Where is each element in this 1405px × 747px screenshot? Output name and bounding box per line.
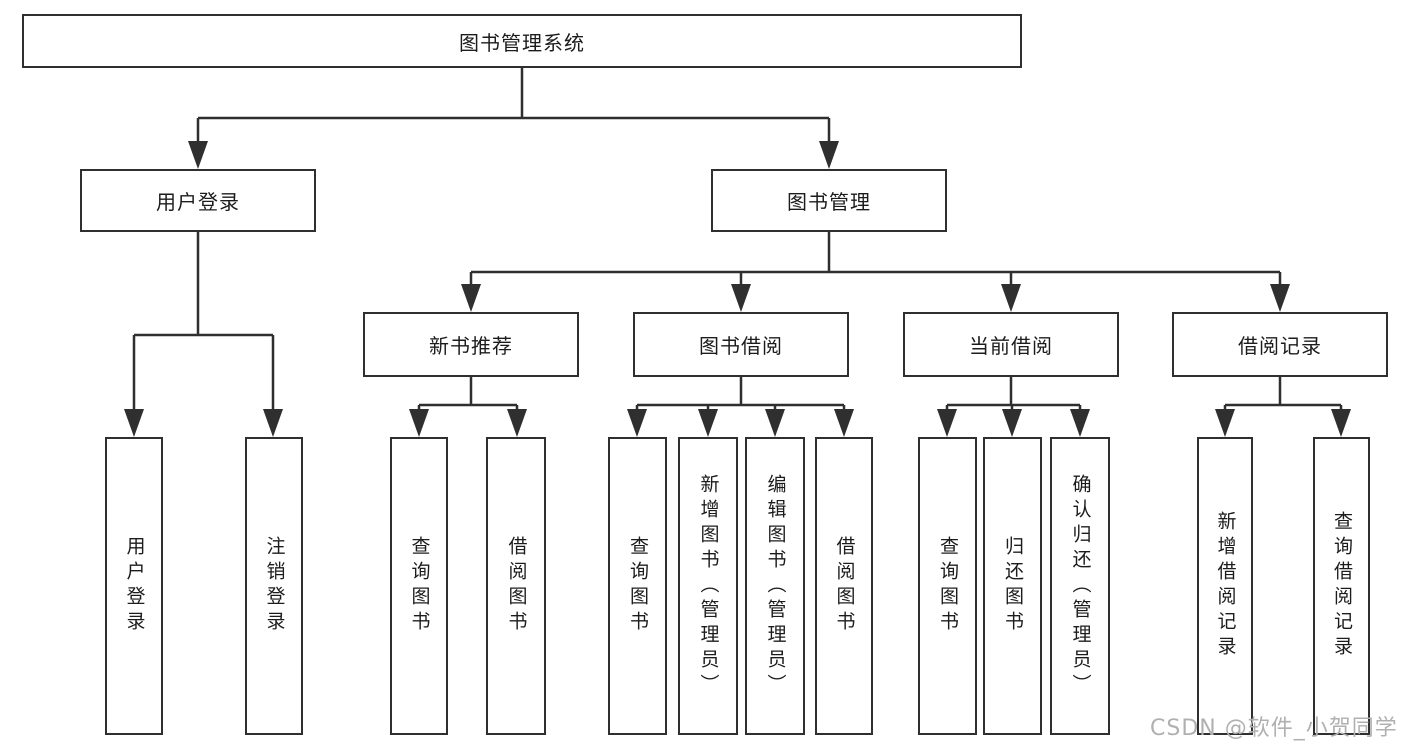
leaf-current-confirm-return-admin: 确认归还（管理员） [1050, 437, 1110, 735]
leaf-newbook-query-books: 查询图书 [390, 437, 448, 735]
leaf-newbook-borrow-books: 借阅图书 [486, 437, 546, 735]
watermark: CSDN @软件_小贺同学 [1150, 716, 1398, 741]
leaf-borrowing-query-books: 查询图书 [608, 437, 667, 735]
leaf-records-add-borrow-record: 新增借阅记录 [1197, 437, 1253, 735]
node-library-management-system: 图书管理系统 [22, 14, 1022, 68]
node-label: 借阅记录 [1238, 334, 1322, 358]
leaf-current-return-books: 归还图书 [983, 437, 1042, 735]
node-borrowing-records: 借阅记录 [1172, 312, 1388, 377]
node-current-borrowing: 当前借阅 [903, 312, 1119, 377]
node-label: 图书管理系统 [459, 30, 585, 55]
node-label: 借阅图书 [505, 536, 528, 636]
node-label: 查询图书 [408, 536, 431, 636]
node-label: 新书推荐 [429, 334, 513, 358]
node-label: 用户登录 [156, 190, 240, 214]
leaf-borrowing-add-books-admin: 新增图书（管理员） [678, 437, 738, 735]
leaf-user-login: 用户登录 [105, 437, 163, 735]
node-label: 注销登录 [263, 536, 286, 636]
leaf-logout: 注销登录 [245, 437, 303, 735]
node-label: 新增借阅记录 [1214, 511, 1237, 661]
arrowheads [124, 141, 1351, 437]
node-new-book-recommendation: 新书推荐 [363, 312, 579, 377]
leaf-current-query-books: 查询图书 [918, 437, 977, 735]
node-label: 图书管理 [787, 190, 871, 214]
node-user-login: 用户登录 [80, 169, 316, 232]
node-book-borrowing: 图书借阅 [633, 312, 849, 377]
node-label: 查询图书 [936, 536, 959, 636]
node-label: 用户登录 [123, 536, 146, 636]
leaf-borrowing-edit-books-admin: 编辑图书（管理员） [745, 437, 805, 735]
leaf-records-query-borrow-record: 查询借阅记录 [1313, 437, 1370, 735]
leaf-borrowing-borrow-books: 借阅图书 [815, 437, 873, 735]
node-label: 当前借阅 [969, 334, 1053, 358]
node-label: 查询借阅记录 [1330, 511, 1353, 661]
node-label: 查询图书 [626, 536, 649, 636]
node-book-management: 图书管理 [711, 169, 947, 232]
node-label: 新增图书（管理员） [697, 473, 720, 699]
node-label: 归还图书 [1001, 536, 1024, 636]
node-label: 确认归还（管理员） [1069, 473, 1092, 699]
node-label: 借阅图书 [833, 536, 856, 636]
node-label: 编辑图书（管理员） [764, 473, 787, 699]
node-label: 图书借阅 [699, 334, 783, 358]
